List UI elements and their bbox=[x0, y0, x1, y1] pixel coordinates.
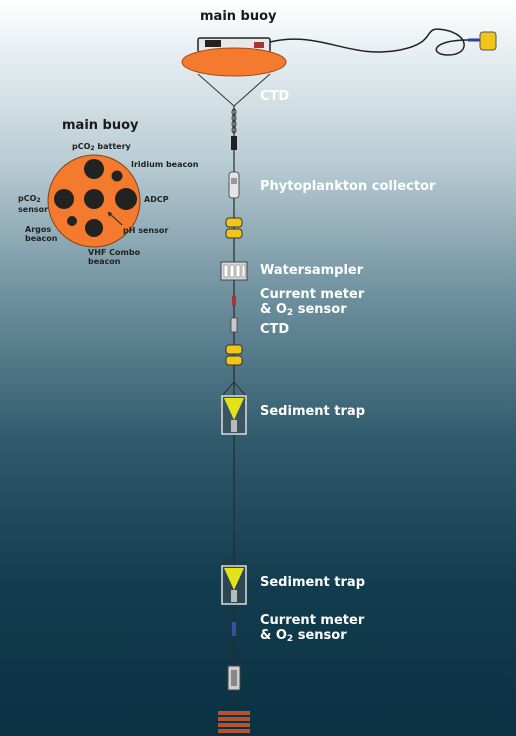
sediment-trap-lower bbox=[221, 555, 247, 605]
label-o2-sensor-upper: & O2 sensor bbox=[260, 302, 347, 318]
phytoplankton-collector bbox=[228, 171, 240, 199]
current-meter-lower bbox=[232, 622, 236, 636]
label-sediment-trap-lower: Sediment trap bbox=[260, 575, 366, 590]
label-current-meter-upper: Current meter bbox=[260, 287, 365, 302]
float-icon bbox=[225, 355, 243, 366]
small-float-icon bbox=[479, 31, 497, 51]
trap-bridle bbox=[221, 555, 235, 567]
vhf-beacon-icon bbox=[85, 219, 103, 237]
anchor-weights bbox=[218, 711, 250, 733]
center-battery-icon bbox=[84, 189, 104, 209]
float-pair-lower bbox=[225, 344, 243, 366]
phytoplankton-collector-body bbox=[228, 171, 240, 199]
buoy-top-view bbox=[47, 154, 141, 248]
iridium-beacon-icon bbox=[111, 170, 123, 182]
float-icon bbox=[225, 217, 243, 228]
label-phytoplankton-collector: Phytoplankton collector bbox=[260, 179, 436, 194]
current-meter-upper bbox=[230, 296, 238, 333]
float-icon bbox=[225, 344, 243, 355]
chain-link bbox=[231, 126, 237, 134]
watersampler-bottle bbox=[235, 264, 241, 278]
trap-collector bbox=[231, 420, 237, 432]
label-sediment-trap-upper: Sediment trap bbox=[260, 404, 366, 419]
trap-funnel bbox=[224, 568, 244, 590]
buoy-hull bbox=[181, 47, 287, 77]
label-watersampler: Watersampler bbox=[260, 263, 364, 278]
current-meter-upper-body bbox=[232, 296, 236, 306]
label-ph-sensor: pH sensor bbox=[123, 226, 169, 235]
current-meter-lower-body bbox=[232, 622, 236, 636]
buoy-deck-box bbox=[205, 40, 221, 47]
trap-collector bbox=[231, 590, 237, 602]
acoustic-release bbox=[227, 665, 241, 691]
float-pair-upper bbox=[225, 217, 243, 239]
main-buoy-title: main buoy bbox=[200, 9, 277, 24]
adcp-icon bbox=[115, 188, 137, 210]
upper-chain bbox=[231, 108, 237, 150]
ctd-mid-instrument bbox=[230, 317, 238, 333]
trap-bridle bbox=[221, 381, 235, 397]
label-adcp: ADCP bbox=[144, 195, 169, 204]
trap-bridle bbox=[233, 555, 247, 567]
inset-title: main buoy bbox=[62, 118, 139, 133]
trap-funnel bbox=[224, 398, 244, 420]
ctd-top-instrument bbox=[231, 136, 237, 150]
argos-beacon-icon bbox=[67, 216, 77, 226]
phytoplankton-collector-window bbox=[231, 178, 237, 184]
main-buoy-top bbox=[181, 28, 497, 107]
buoy-deck-light bbox=[254, 42, 264, 48]
anchor-plate bbox=[218, 729, 250, 733]
anchor-plate bbox=[218, 711, 250, 715]
sediment-trap-upper bbox=[221, 381, 247, 435]
buoy-tether bbox=[269, 28, 469, 56]
anchor-plate bbox=[218, 717, 250, 721]
watersampler-bottle bbox=[241, 264, 246, 278]
trap-bridle bbox=[233, 381, 247, 397]
label-iridium-beacon: Iridium beacon bbox=[131, 160, 199, 169]
watersampler bbox=[220, 261, 248, 281]
label-ctd-top: CTD bbox=[260, 89, 290, 104]
pco2-sensor-icon bbox=[54, 189, 74, 209]
buoy-bridle bbox=[197, 73, 271, 107]
pco2-battery-icon bbox=[84, 159, 104, 179]
label-o2-sensor-lower: & O2 sensor bbox=[260, 628, 347, 644]
label-current-meter-lower: Current meter bbox=[260, 613, 365, 628]
ph-sensor-arrowhead bbox=[108, 212, 112, 217]
float-icon bbox=[225, 228, 243, 239]
watersampler-bottle bbox=[229, 264, 235, 278]
watersampler-bottle bbox=[223, 264, 229, 278]
release-core bbox=[231, 670, 237, 686]
label-pco2-battery: pCO2 battery bbox=[72, 142, 131, 152]
label-ctd-mid: CTD bbox=[260, 322, 290, 337]
anchor-plate bbox=[218, 723, 250, 727]
